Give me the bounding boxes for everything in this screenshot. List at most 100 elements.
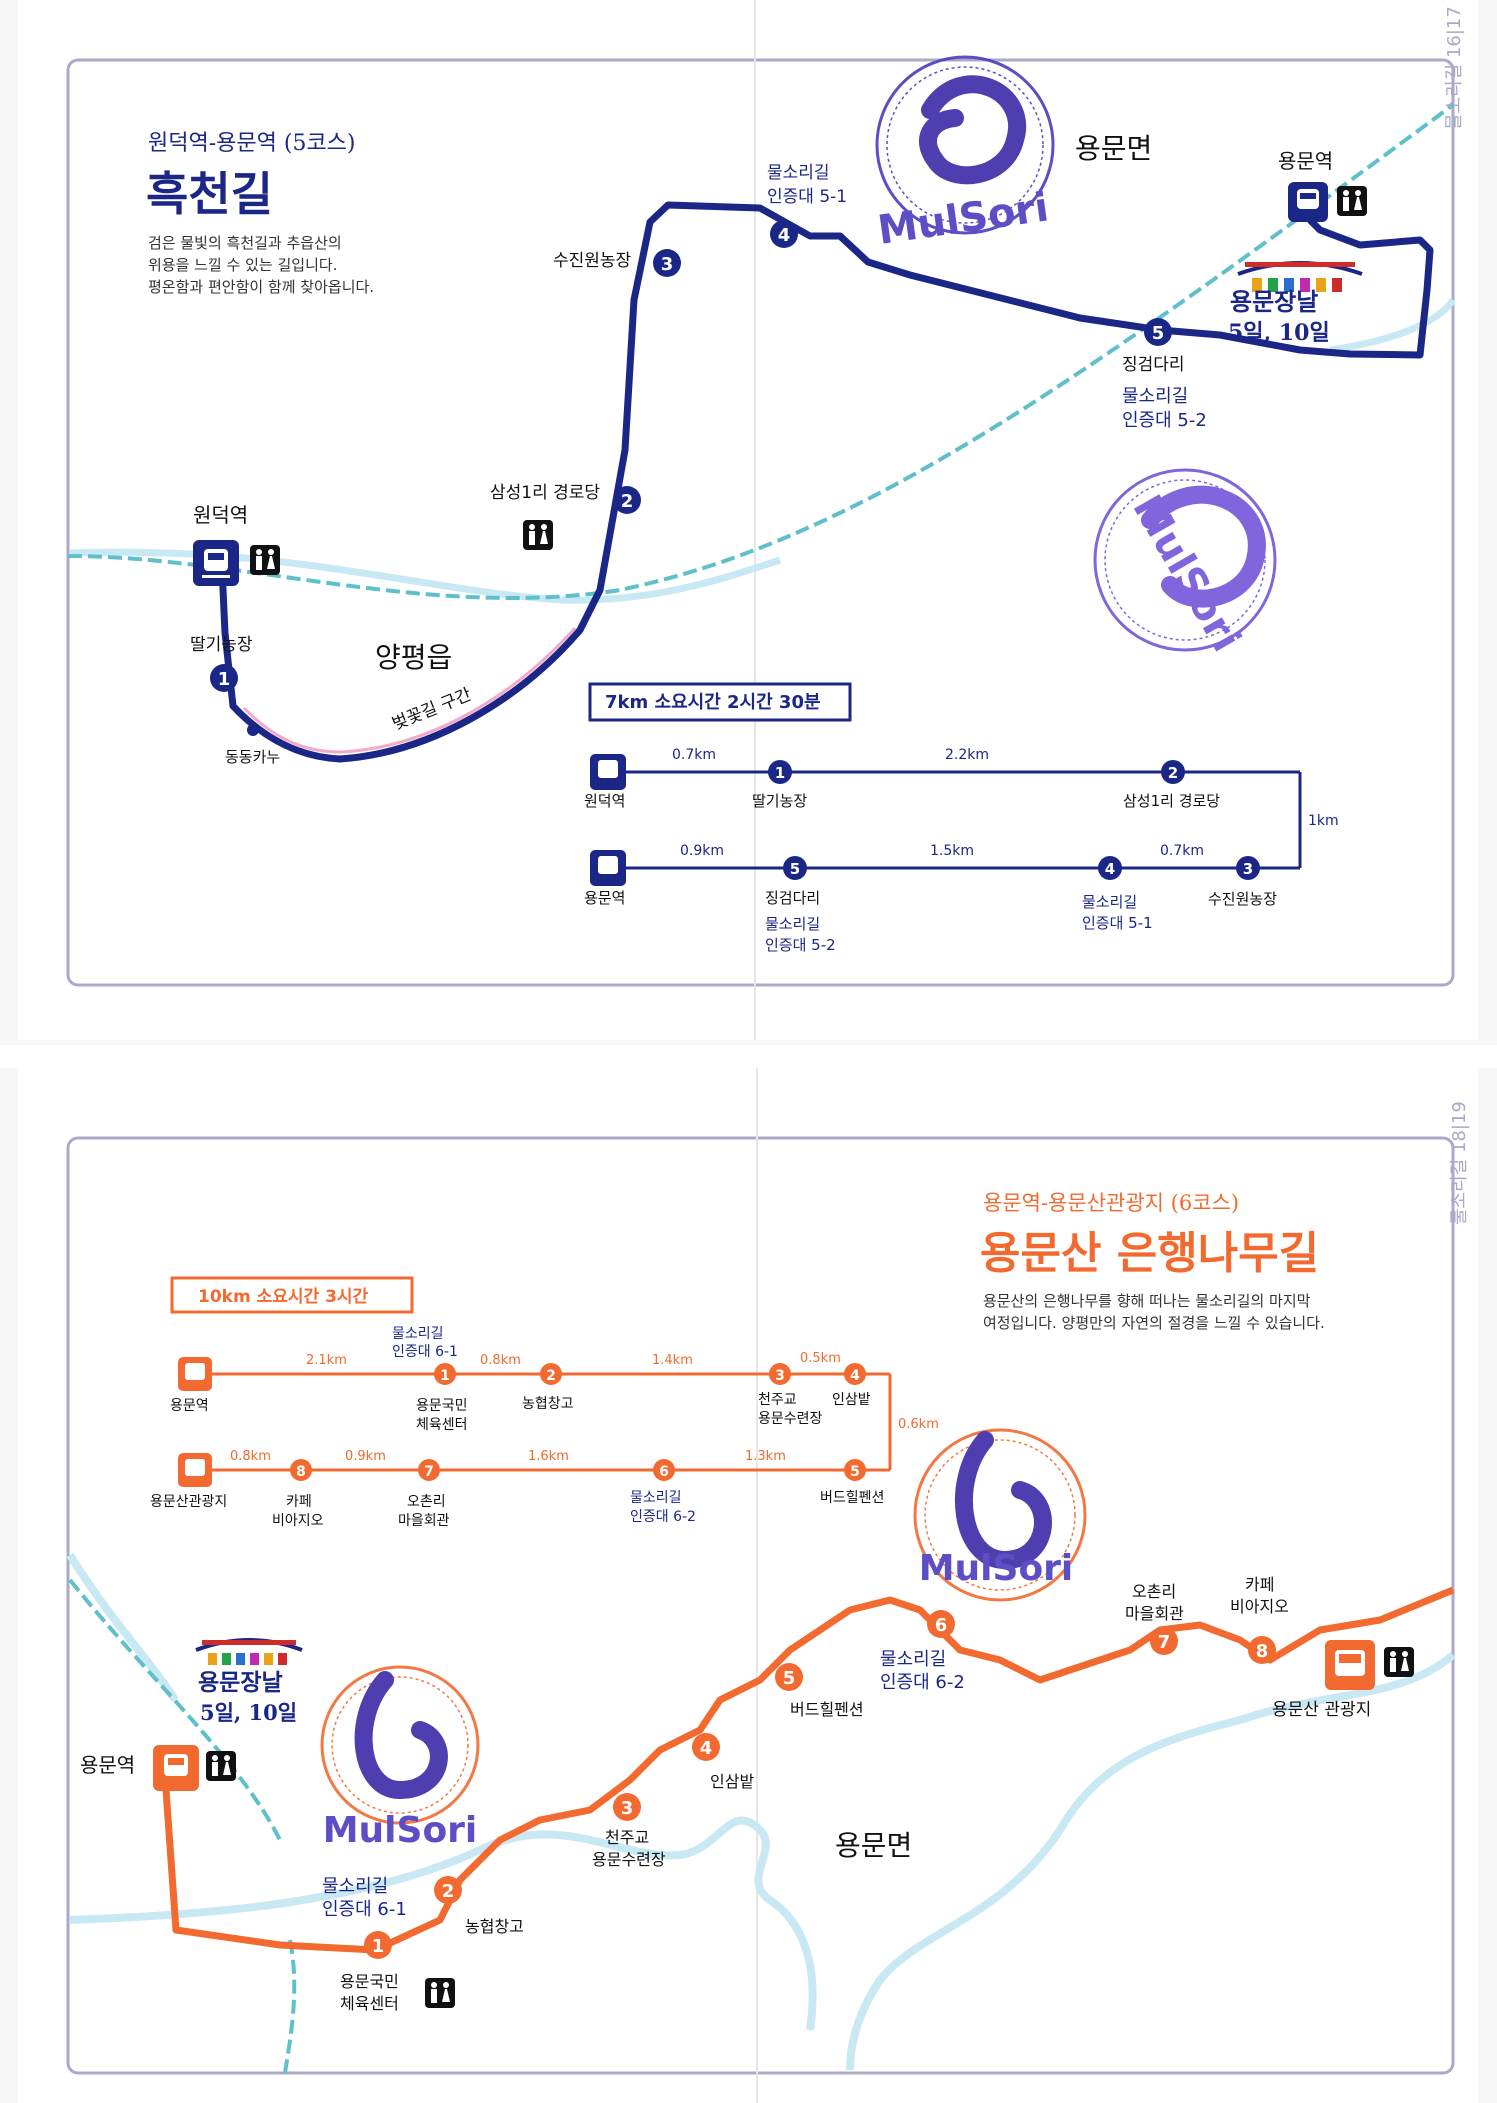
summary-5-vert: 1km: [1308, 813, 1339, 829]
summary-6-l6b: 인증대 6-2: [630, 1509, 696, 1525]
course-6-subtitle: 용문역-용문산관광지 (6코스): [983, 1191, 1239, 1215]
summary-6-l4: 인삼밭: [832, 1392, 871, 1408]
stamp-6-2-code: 6-2: [981, 1505, 1024, 1533]
svg-text:1: 1: [372, 1936, 385, 1957]
summary-6-d1: 2.1km: [306, 1353, 347, 1368]
course-5-route: [218, 201, 1434, 763]
marker-6-7: 7: [1150, 1627, 1178, 1655]
svg-text:5: 5: [1152, 323, 1165, 344]
station-wondeok-icon: [193, 540, 280, 586]
course-6-title: 용문산 은행나무길: [980, 1228, 1319, 1279]
summary-5-start: 원덕역: [584, 792, 625, 810]
canoe-label: 동동카누: [225, 748, 280, 766]
course-5-subtitle: 원덕역-용문역 (5코스): [148, 131, 356, 156]
summary-5-l4a: 물소리길: [1082, 893, 1137, 911]
point-6-1-top-2: 인증대 6-1: [322, 1899, 407, 1920]
summary-6-l2: 농협창고: [522, 1396, 574, 1412]
stamp-6-1: 6-1 MulSori: [320, 1665, 480, 1851]
summary-6-top1a: 물소리길: [392, 1326, 444, 1342]
svg-text:4: 4: [778, 225, 791, 246]
station-yongmun-label: 용문역: [1278, 149, 1333, 173]
summary-6-d4: 0.5km: [800, 1351, 841, 1366]
point-6-7-label-1: 오촌리: [1132, 1582, 1176, 1601]
market-name: 용문장날: [1230, 287, 1318, 316]
restroom-icon: [523, 520, 553, 550]
summary-5-d2: 2.2km: [945, 747, 989, 763]
svg-text:3: 3: [621, 1798, 634, 1819]
course-5-desc-2: 위용을 느낄 수 있는 길입니다.: [148, 256, 337, 274]
summary-5-l4b: 인증대 5-1: [1082, 914, 1153, 932]
point-2-label: 삼성1리 경로당: [490, 483, 600, 503]
marker-6-3: 3: [613, 1793, 641, 1821]
summary-6-l5: 버드힐펜션: [820, 1490, 884, 1506]
page-1: 1 2 3 4 5: [0, 0, 1497, 1045]
point-6-2-label: 농협창고: [465, 1917, 524, 1936]
point-6-1-label-2: 체육센터: [340, 1994, 399, 2013]
point-6-6-label-2: 인증대 6-2: [880, 1672, 965, 1693]
stamp-6-1-code: 6-1: [380, 1735, 423, 1763]
summary-5-l3: 수진원농장: [1208, 890, 1277, 908]
summary-6-l3a: 천주교: [758, 1392, 797, 1408]
svg-text:7: 7: [424, 1464, 434, 1480]
marker-4: 4: [770, 220, 798, 248]
point-5-label: 징검다리: [1122, 355, 1185, 375]
stamp-5-2-code: 5-2: [1183, 548, 1226, 576]
summary-5-d5: 1.5km: [930, 843, 974, 859]
summary-6-l8b: 비아지오: [272, 1513, 324, 1529]
course-6-route: [162, 1586, 1455, 1954]
svg-text:2: 2: [1168, 764, 1178, 782]
page-2: 1 2 3 4 5 6 7 8: [0, 1068, 1497, 2103]
summary-6-l6a: 물소리길: [630, 1490, 682, 1506]
summary-6-r2-d1: 0.8km: [230, 1449, 271, 1464]
marker-6-5: 5: [775, 1663, 803, 1691]
marker-6-8: 8: [1248, 1636, 1276, 1664]
point-6-5-label: 버드힐펜션: [790, 1700, 864, 1719]
summary-5-d6: 0.7km: [1160, 843, 1204, 859]
svg-text:8: 8: [296, 1464, 306, 1480]
svg-text:3: 3: [661, 254, 674, 275]
svg-text:2: 2: [442, 1881, 455, 1902]
svg-text:4: 4: [700, 1738, 713, 1759]
svg-text:1: 1: [218, 669, 231, 690]
page-frame: [66, 58, 1455, 987]
station-yongmun-2-icon: [153, 1745, 236, 1791]
summary-6-top1b: 인증대 6-1: [392, 1344, 458, 1360]
svg-text:3: 3: [775, 1368, 785, 1384]
point-6-6-label-1: 물소리길: [880, 1649, 946, 1670]
point-6-3-label-2: 용문수련장: [592, 1850, 666, 1869]
marker-6-2: 2: [434, 1876, 462, 1904]
point-5-extra-1: 물소리길: [1122, 386, 1188, 407]
summary-5-header: 7km 소요시간 2시간 30분: [605, 692, 821, 713]
point-1-label: 딸기농장: [190, 635, 253, 655]
page-number-1: 물소리길 16|17: [1444, 6, 1465, 130]
summary-6-d2: 0.8km: [480, 1353, 521, 1368]
summary-5-end: 용문역: [584, 889, 625, 907]
summary-6-l7b: 마을회관: [398, 1513, 450, 1529]
market-days: 5일, 10일: [1228, 320, 1330, 346]
summary-6-l1b: 체육센터: [416, 1417, 468, 1433]
course-6-desc-2: 여정입니다. 양평만의 자연의 절경을 느낄 수 있습니다.: [983, 1314, 1325, 1332]
summary-6-l8a: 카페: [286, 1494, 312, 1510]
market-days-2: 5일, 10일: [200, 1700, 297, 1725]
summary-box-6: 1 2 3 4 5 6 7 8: [170, 1276, 892, 1487]
summary-box-5: 1 2 3 4 5: [588, 682, 1302, 886]
svg-text:8: 8: [1256, 1641, 1269, 1662]
svg-text:4: 4: [1105, 860, 1115, 878]
station-yongmun-icon: [1288, 182, 1367, 222]
summary-6-r2-d3: 1.6km: [528, 1449, 569, 1464]
market-logo: [1237, 261, 1363, 292]
market-name-2: 용문장날: [198, 1669, 283, 1696]
course-5-title: 흑천길: [146, 167, 273, 221]
marker-6-6: 6: [927, 1610, 955, 1638]
station-yongmun-2-label: 용문역: [80, 1753, 135, 1777]
restroom-icon-2: [425, 1978, 455, 2008]
course-6-desc-1: 용문산의 은행나무를 향해 떠나는 물소리길의 마지막: [983, 1292, 1311, 1310]
summary-6-l7a: 오촌리: [407, 1494, 446, 1510]
marker-6-4: 4: [692, 1733, 720, 1761]
summary-6-d3: 1.4km: [652, 1353, 693, 1368]
point-6-3-label-1: 천주교: [605, 1828, 649, 1847]
canoe-dot: [247, 724, 259, 736]
station-wondeok-label: 원덕역: [193, 503, 248, 527]
marker-3: 3: [653, 249, 681, 277]
river-2: [69, 1816, 817, 2031]
